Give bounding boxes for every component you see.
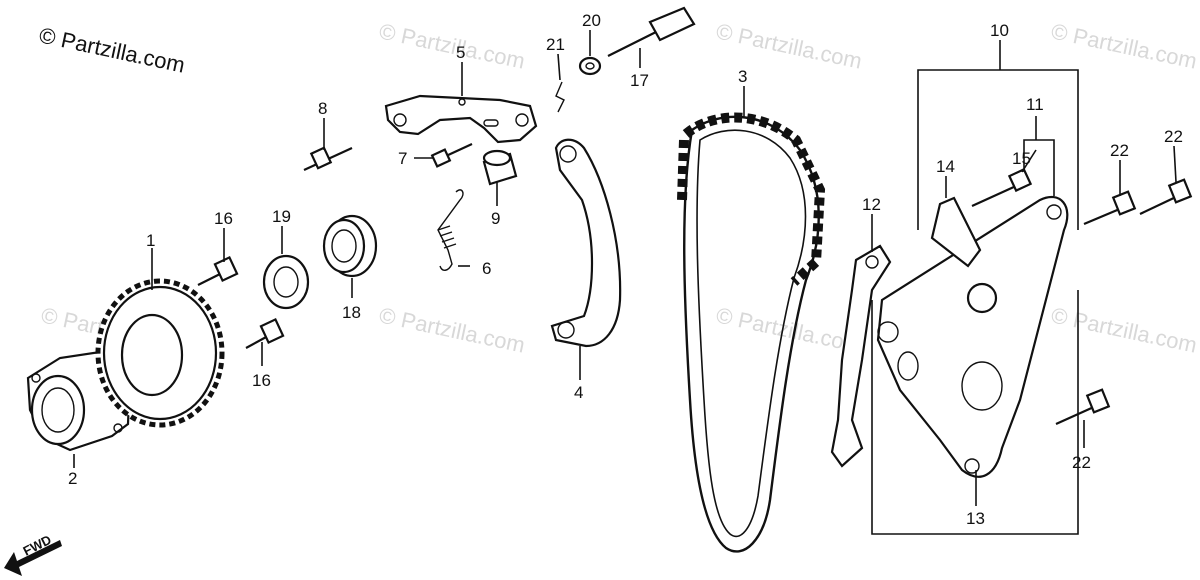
part-21-clip [555, 81, 565, 113]
part-8-stud [303, 146, 353, 171]
assembly-bracket-10 [871, 40, 1079, 535]
callout-22-upper-left: 22 [1110, 141, 1129, 160]
part-22-bolt-upper-left [1083, 190, 1137, 226]
fwd-arrow-icon: FWD [4, 532, 62, 576]
callout-9: 9 [491, 209, 500, 228]
copyright-text: © Partzilla.com [37, 22, 187, 77]
callout-3: 3 [738, 67, 747, 86]
part-17-pivot-bolt [607, 6, 696, 57]
callout-2: 2 [68, 469, 77, 488]
callout-6: 6 [482, 259, 491, 278]
callout-20: 20 [582, 11, 601, 30]
part-6-spring [437, 189, 464, 271]
callout-16-upper: 16 [214, 209, 233, 228]
part-9-collar [482, 149, 518, 186]
callout-14: 14 [936, 157, 955, 176]
part-5-tensioner-bracket [384, 94, 538, 144]
callout-4: 4 [574, 383, 583, 402]
callout-12: 12 [862, 195, 881, 214]
part-7-bolt [430, 143, 473, 168]
callout-21: 21 [546, 35, 565, 54]
assembly-bracket-11 [1023, 116, 1055, 196]
watermark-text: © Partzilla.com [1049, 302, 1199, 357]
callout-5: 5 [456, 43, 465, 62]
part-22-bolt-upper-right [1139, 178, 1193, 215]
watermark-text: © Partzilla.com [1049, 18, 1199, 73]
leader-lines [73, 30, 1177, 506]
callout-labels: 1 2 3 4 5 6 7 8 9 10 11 12 13 14 15 16 1… [68, 11, 1183, 528]
part-16-bolt-lower [245, 318, 285, 349]
callout-13: 13 [966, 509, 985, 528]
part-1-sprocket [95, 278, 225, 428]
part-18-oil-seal [322, 214, 378, 278]
callout-22-lower: 22 [1072, 453, 1091, 472]
part-3-cam-chain [677, 112, 826, 553]
callout-16-lower: 16 [252, 371, 271, 390]
callout-1: 1 [146, 231, 155, 250]
callout-17: 17 [630, 71, 649, 90]
callout-19: 19 [272, 207, 291, 226]
part-15-bolt [971, 167, 1033, 208]
part-12-chain-guide [830, 244, 892, 468]
part-20-washer [578, 56, 602, 76]
part-16-bolt-upper [197, 256, 239, 286]
part-19-washer [262, 254, 310, 310]
watermark-text: © Partzilla.com [377, 18, 527, 73]
callout-22-upper-right: 22 [1164, 127, 1183, 146]
callout-8: 8 [318, 99, 327, 118]
callout-18: 18 [342, 303, 361, 322]
watermark-text: © Partzilla.com [714, 302, 864, 357]
part-13-guide-plate [876, 195, 1069, 478]
part-22-bolt-lower [1055, 388, 1111, 426]
watermark-text: © Partzilla.com [714, 18, 864, 73]
watermark-text: © Partzilla.com [377, 302, 527, 357]
callout-7: 7 [398, 149, 407, 168]
callout-15: 15 [1012, 149, 1031, 168]
part-14-guide-stopper [930, 196, 982, 268]
part-4-tensioner-slipper [550, 138, 622, 348]
callout-11: 11 [1026, 95, 1044, 114]
callout-10: 10 [990, 21, 1009, 40]
